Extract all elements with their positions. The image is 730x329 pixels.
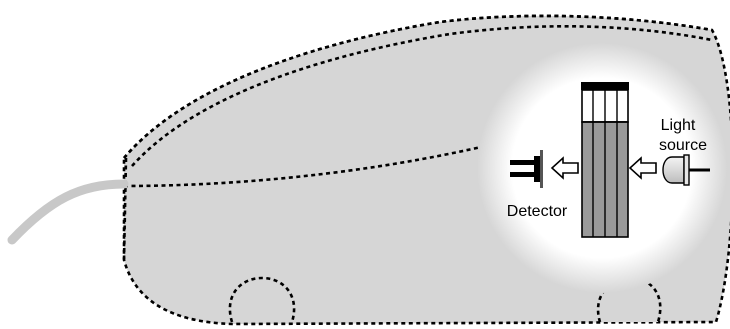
- body-top-outline-inner: [131, 24, 713, 167]
- bulb-flange: [683, 154, 690, 186]
- detector-label: Detector: [507, 203, 568, 220]
- left-wheel: [228, 276, 296, 323]
- cuvette: [581, 82, 629, 238]
- light-arrow-left: [550, 156, 579, 180]
- body-seam-line: [123, 138, 511, 188]
- light-source-label-line2: source: [659, 137, 707, 154]
- body-top-outline: [123, 14, 713, 159]
- cuvette-top-cap: [581, 82, 629, 90]
- light-source-bulb: [662, 154, 710, 186]
- magnified-view: Light source Detector: [477, 43, 727, 293]
- detector-lead-top: [510, 160, 534, 165]
- bulb-dome: [662, 156, 685, 184]
- detector-face: [540, 150, 543, 188]
- detector-sensor: [510, 150, 543, 188]
- light-arrow-right: [628, 156, 657, 180]
- power-cable: [7, 179, 129, 245]
- detector-body: [534, 156, 540, 182]
- body-nose-cap: [122, 157, 128, 261]
- light-source-label-line1: Light: [661, 117, 696, 134]
- detector-lead-bottom: [510, 172, 534, 177]
